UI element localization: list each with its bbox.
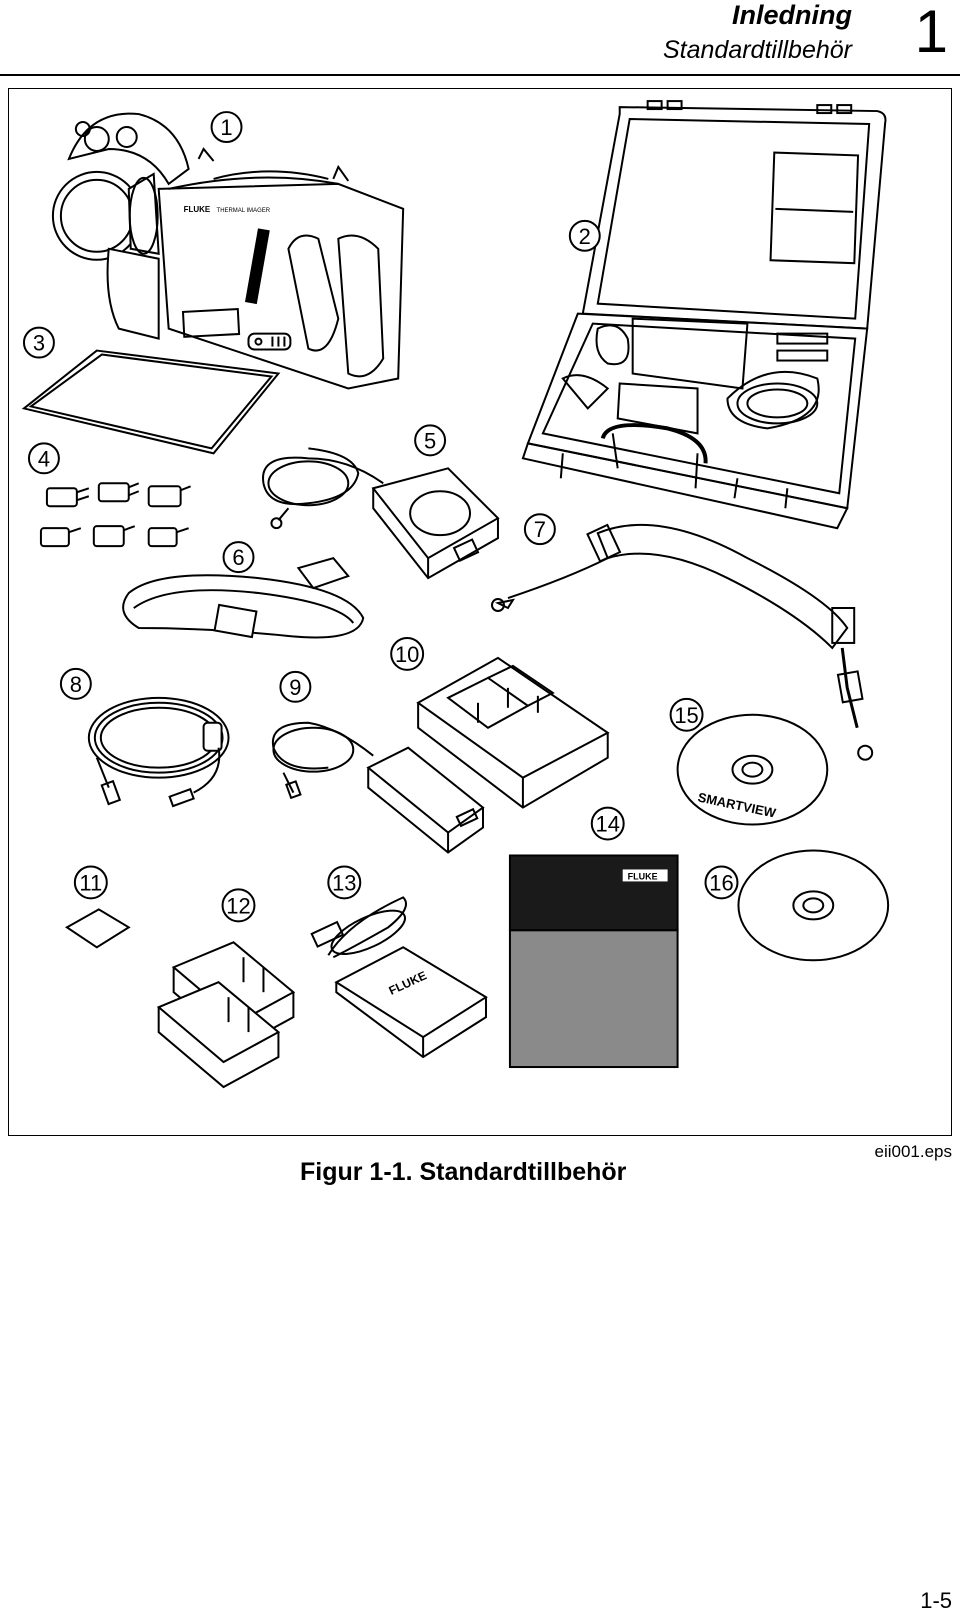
user-manual: FLUKE — [508, 854, 679, 1069]
svg-text:13: 13 — [332, 870, 356, 895]
callout-15: 15 — [669, 697, 704, 732]
callout-3: 3 — [22, 326, 55, 359]
page-number: 1-5 — [920, 1588, 952, 1613]
shoulder-strap — [490, 523, 874, 761]
battery-charger-adapter — [271, 721, 485, 854]
svg-text:8: 8 — [70, 672, 82, 697]
callout-6: 6 — [222, 541, 255, 574]
callout-1: 1 — [210, 111, 243, 143]
accessories-illustration: FLUKE THERMAL IMAGER — [21, 100, 890, 1089]
svg-text:6: 6 — [232, 545, 244, 570]
screen-protector-film — [21, 349, 281, 455]
smartview-cd: SMARTVIEW — [676, 713, 829, 826]
callout-13: 13 — [327, 865, 362, 900]
svg-text:3: 3 — [33, 331, 45, 356]
callout-4: 4 — [27, 442, 60, 475]
callout-2: 2 — [568, 219, 601, 252]
svg-text:16: 16 — [709, 870, 733, 895]
thermal-camera: FLUKE THERMAL IMAGER — [51, 112, 405, 390]
callout-10: 10 — [390, 636, 425, 671]
svg-text:10: 10 — [395, 642, 419, 667]
svg-text:14: 14 — [596, 812, 620, 837]
svg-text:1: 1 — [220, 115, 232, 140]
svg-text:12: 12 — [226, 893, 250, 918]
carrying-case — [521, 100, 887, 530]
battery-charger — [416, 656, 610, 809]
accessories-figure: FLUKE THERMAL IMAGER — [8, 88, 952, 1136]
svg-text:15: 15 — [674, 703, 698, 728]
svg-text:9: 9 — [289, 675, 301, 700]
callout-14: 14 — [590, 806, 625, 841]
batteries — [156, 941, 296, 1089]
svg-text:5: 5 — [424, 428, 436, 453]
camera-label: THERMAL IMAGER — [217, 208, 271, 214]
svg-text:4: 4 — [38, 446, 50, 471]
plug-adapters — [39, 482, 191, 548]
svg-text:2: 2 — [579, 224, 591, 249]
svg-text:7: 7 — [534, 517, 546, 542]
video-cable — [87, 696, 230, 808]
user-documentation-cd — [737, 849, 890, 962]
mains-cord — [122, 556, 365, 639]
chapter-title: Inledning — [732, 0, 852, 30]
svg-text:11: 11 — [79, 870, 102, 895]
callout-7: 7 — [523, 513, 556, 546]
card-reader: FLUKE — [310, 896, 488, 1059]
callout-9: 9 — [279, 670, 312, 703]
callout-11: 11 — [73, 865, 108, 900]
chapter-number: 1 — [914, 0, 948, 65]
figure-caption: Figur 1-1. Standardtillbehör — [300, 1158, 627, 1186]
callout-12: 12 — [221, 888, 256, 923]
section-subtitle: Standardtillbehör — [662, 36, 852, 64]
callout-5: 5 — [414, 424, 447, 457]
power-supply — [262, 447, 500, 580]
manual-logo: FLUKE — [628, 871, 658, 881]
header-rule — [0, 74, 960, 76]
callout-16: 16 — [704, 865, 739, 900]
memory-card — [64, 908, 131, 949]
figure-filename: eii001.eps — [874, 1142, 952, 1161]
callout-8: 8 — [59, 667, 92, 700]
camera-logo: FLUKE — [184, 205, 211, 214]
